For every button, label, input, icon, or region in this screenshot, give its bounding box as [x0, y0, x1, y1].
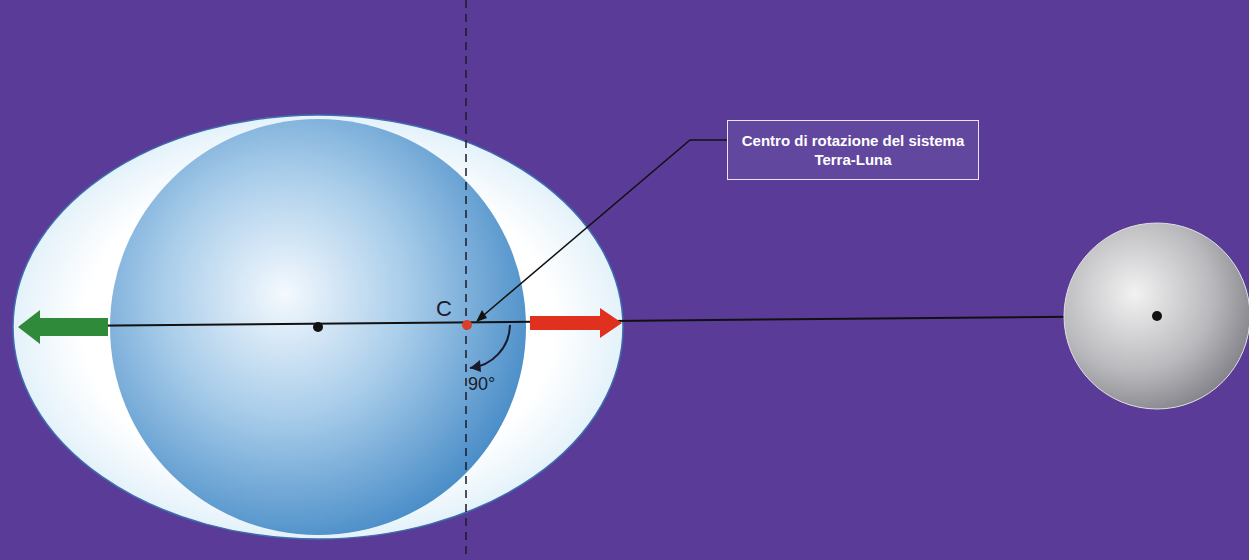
red-arrow: [530, 308, 622, 338]
callout-text: Centro di rotazione del sistema Terra-Lu…: [738, 131, 968, 170]
point-label: 90°: [468, 374, 495, 395]
tidal-bulge: [13, 115, 623, 539]
leader-line: [478, 140, 727, 320]
point-label: C: [436, 296, 452, 322]
moon-center: [1152, 311, 1162, 321]
arc-head: [470, 360, 481, 372]
leader-head: [476, 310, 487, 322]
right-angle-arc: [470, 325, 510, 368]
rotation-center-dot: [462, 320, 472, 330]
earth: [110, 119, 526, 535]
moon: [1064, 223, 1249, 409]
earth-center: [313, 322, 323, 332]
callout-box: Centro di rotazione del sistema Terra-Lu…: [727, 120, 979, 180]
green-arrow: [18, 310, 108, 344]
axis-line: [465, 0, 467, 560]
